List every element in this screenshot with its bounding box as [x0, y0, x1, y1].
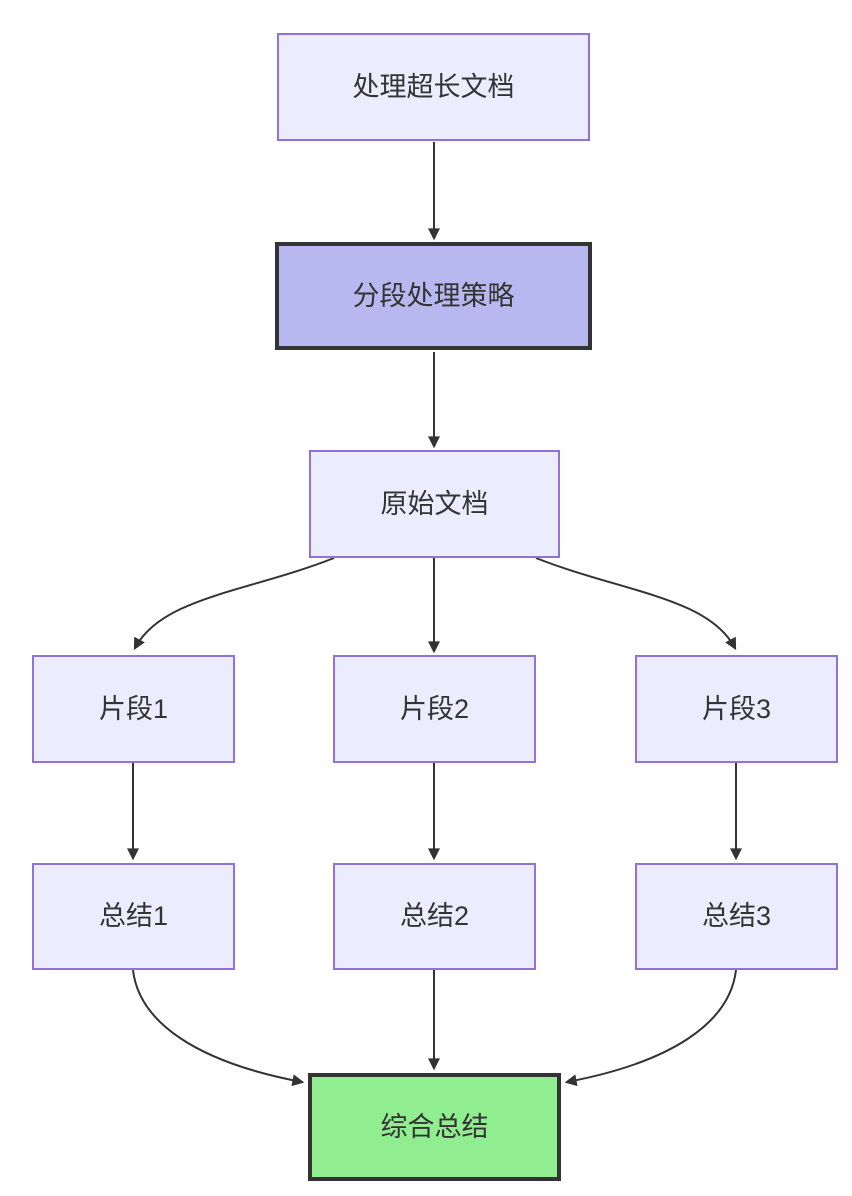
node-summary-2-label: 总结2 — [399, 901, 470, 932]
node-segmentation-strategy: 分段处理策略 — [275, 242, 592, 350]
node-final-summary-label: 综合总结 — [380, 1111, 489, 1142]
node-summary-1-label: 总结1 — [98, 901, 169, 932]
edge-sum1-final — [132, 969, 305, 1087]
node-fragment-3: 片段3 — [635, 655, 838, 763]
node-process-long-document-label: 处理超长文档 — [352, 71, 515, 102]
edge-source-frag3 — [535, 557, 737, 651]
node-summary-3: 总结3 — [635, 863, 838, 970]
edge-sum3-final — [564, 969, 737, 1087]
node-fragment-2-label: 片段2 — [399, 693, 470, 724]
node-original-document-label: 原始文档 — [380, 488, 489, 519]
node-final-summary: 综合总结 — [308, 1073, 561, 1181]
node-fragment-1-label: 片段1 — [98, 693, 169, 724]
node-fragment-3-label: 片段3 — [701, 693, 772, 724]
edge-source-frag1 — [133, 557, 335, 651]
node-original-document: 原始文档 — [309, 450, 560, 558]
node-summary-3-label: 总结3 — [701, 901, 772, 932]
node-process-long-document: 处理超长文档 — [277, 33, 590, 141]
node-fragment-2: 片段2 — [333, 655, 536, 763]
node-summary-1: 总结1 — [32, 863, 235, 970]
node-segmentation-strategy-label: 分段处理策略 — [352, 280, 515, 311]
node-fragment-1: 片段1 — [32, 655, 235, 763]
node-summary-2: 总结2 — [333, 863, 536, 970]
